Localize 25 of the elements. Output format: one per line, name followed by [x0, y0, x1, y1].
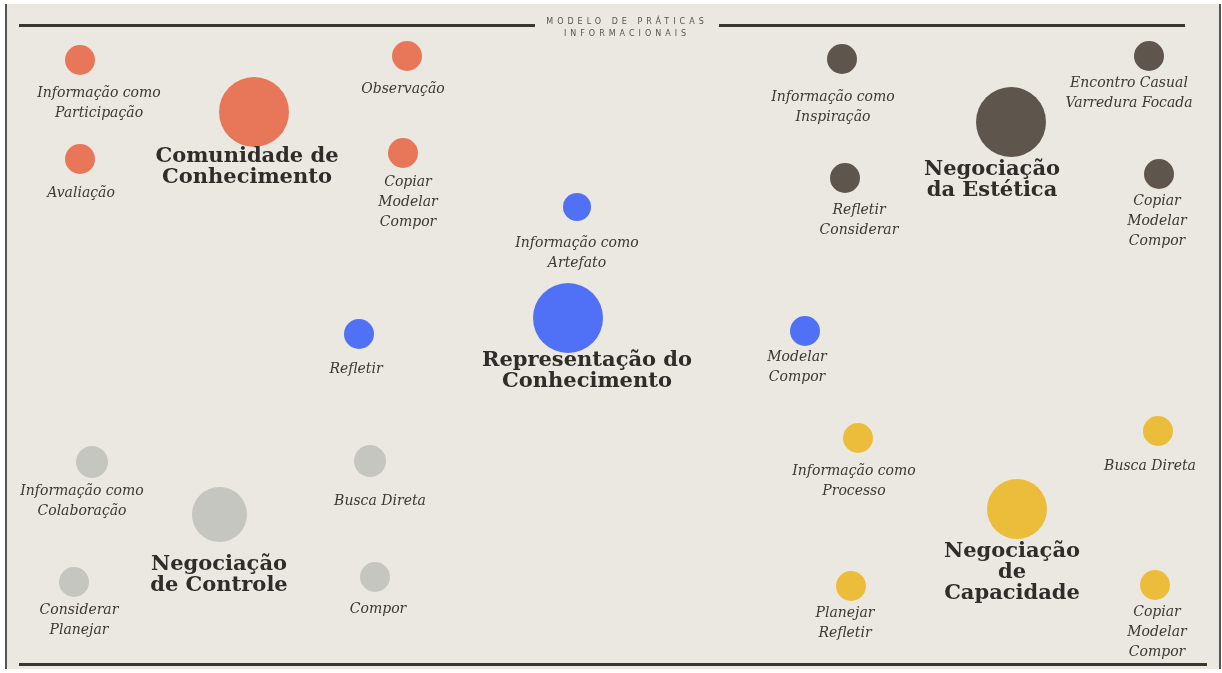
practice-label: Compor	[348, 599, 408, 618]
category-heading: Negociação de Controle	[149, 552, 289, 594]
category-heading: Comunidade de Conhecimento	[154, 144, 340, 186]
practice-label: Informação como Inspiração	[770, 87, 896, 126]
practice-label: Informação como Participação	[36, 83, 162, 122]
practice-label: Busca Direta	[1103, 456, 1197, 475]
practice-label: Planejar Refletir	[814, 603, 876, 642]
diagram-title: MODELO DE PRÁTICAS INFORMACIONAIS	[545, 16, 709, 40]
practice-label: Modelar Compor	[766, 347, 829, 386]
category-heading: Representação do Conhecimento	[480, 348, 694, 390]
practice-label: Observação	[360, 79, 446, 98]
practice-label: Informação como Processo	[791, 461, 917, 500]
category-heading: Negociação de Capacidade	[943, 539, 1081, 602]
practice-label: Refletir Considerar	[818, 200, 900, 239]
practice-label: Copiar Modelar Compor	[1126, 602, 1189, 661]
practice-label: Encontro Casual Varredura Focada	[1064, 73, 1194, 112]
category-heading: Negociação da Estética	[923, 157, 1061, 199]
practice-label: Copiar Modelar Compor	[1126, 191, 1189, 250]
practice-label: Informação como Colaboração	[19, 481, 145, 520]
practice-label: Refletir	[328, 359, 385, 378]
practice-label: Considerar Planejar	[38, 600, 120, 639]
practice-label: Copiar Modelar Compor	[377, 172, 440, 231]
practice-label: Informação como Artefato	[514, 233, 640, 272]
practice-label: Busca Direta	[333, 491, 427, 510]
practice-label: Avaliação	[45, 183, 116, 202]
